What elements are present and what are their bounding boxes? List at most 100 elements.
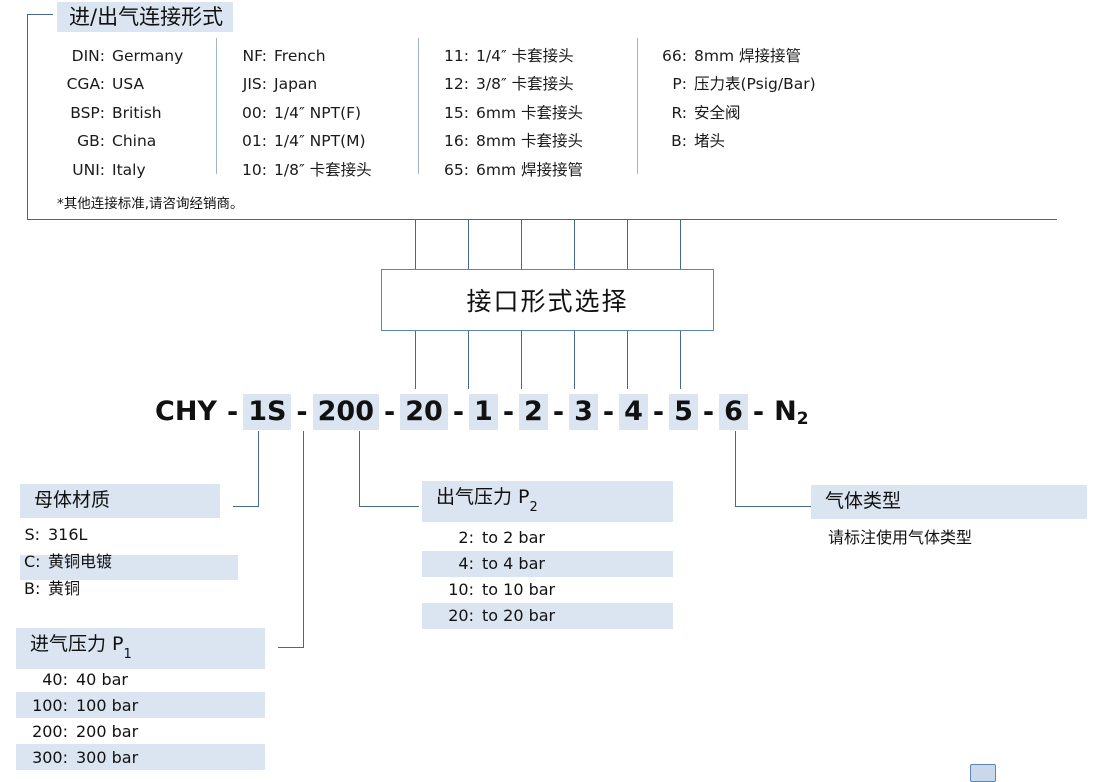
inlet-option-code: 300: [32, 748, 68, 767]
leader-inlet-vertical [303, 431, 304, 647]
leader-outlet-vertical [359, 431, 360, 506]
inlet-option-1: 40: 40 bar [22, 667, 128, 693]
leader-gas-horizontal [735, 506, 811, 507]
outlet-option-4: 20: to 20 bar [430, 603, 555, 629]
corner-widget[interactable] [970, 764, 996, 782]
connection-code: B: [671, 132, 687, 151]
material-option-band-2 [20, 555, 238, 580]
connection-row: 12:3/8″ 卡套接头 [444, 70, 583, 98]
connection-row: B: 堵头 [660, 127, 816, 155]
connection-code: UNI: [72, 160, 105, 179]
connection-code: 12: [444, 75, 469, 94]
outlet-option-label: to 20 bar [482, 606, 556, 625]
material-option-code: B: [24, 579, 41, 598]
interface-selection-label: 接口形式选择 [466, 287, 629, 316]
code-gas-subscript: 2 [796, 409, 809, 429]
inlet-option-label: 200 bar [76, 722, 139, 741]
code-segment-gas-type: N2 [769, 394, 813, 430]
connection-code: 65: [444, 160, 469, 179]
code-dash: - [652, 396, 665, 428]
connection-box-top-stub [27, 14, 53, 15]
connection-row: P:压力表(Psig/Bar) [660, 70, 816, 98]
connection-label: Japan [274, 75, 318, 94]
code-segment-inlet-pressure: 200 [312, 394, 380, 430]
outlet-option-label: to 4 bar [482, 554, 545, 573]
connection-label: 压力表(Psig/Bar) [694, 75, 816, 94]
interface-selection-box: 接口形式选择 [381, 269, 714, 331]
code-segment-port-3: 3 [569, 394, 598, 430]
connection-label: 1/4″ NPT(M) [274, 132, 366, 151]
connection-code: NF: [242, 47, 267, 65]
material-option-2: C: 黄铜电镀 [24, 549, 112, 575]
connection-type-title: 进/出气连接形式 [57, 2, 234, 32]
connection-row: JIS: Japan [240, 70, 372, 98]
connection-type-box [27, 14, 1057, 220]
leader-outlet-horizontal [359, 506, 419, 507]
material-section-title: 母体材质 [20, 484, 220, 518]
connection-code: JIS: [242, 75, 267, 94]
connection-column-4: 66:8mm 焊接接管 P:压力表(Psig/Bar) R:安全阀 B:堵头 [660, 42, 816, 156]
material-option-3: B: 黄铜 [24, 576, 80, 602]
material-option-label: 316L [48, 525, 88, 544]
inlet-pressure-section-title: 进气压力 P1 [16, 628, 265, 669]
code-segment-port-5: 5 [669, 394, 698, 430]
code-segment-port-6: 6 [719, 394, 748, 430]
connection-row: 10:1/8″ 卡套接头 [240, 156, 372, 184]
drop-line-top-5 [627, 220, 628, 269]
column-separator-3 [637, 38, 638, 174]
connection-label: Germany [112, 47, 184, 65]
inlet-option-band-2 [16, 692, 265, 718]
inlet-option-3: 200: 200 bar [22, 719, 138, 745]
outlet-option-3: 10: to 10 bar [430, 577, 555, 603]
drop-line-top-6 [680, 220, 681, 269]
connection-code: 16: [444, 132, 469, 151]
connection-row: UNI: Italy [60, 156, 183, 184]
code-segment-material: 1S [243, 394, 292, 430]
outlet-option-code: 10: [448, 580, 474, 599]
connection-row: DIN:Germany [60, 42, 184, 70]
connection-code: CGA: [66, 75, 105, 94]
code-dash: - [552, 396, 565, 428]
leader-gas-vertical [735, 431, 736, 506]
code-dash: - [502, 396, 515, 428]
inlet-option-4: 300: 300 bar [22, 745, 138, 771]
drop-line-bottom-4 [574, 331, 575, 389]
connection-column-1: DIN:Germany CGA:USA BSP:British GB:China… [60, 42, 184, 184]
drop-line-bottom-6 [680, 331, 681, 389]
connection-code: 66: [662, 47, 687, 65]
inlet-pressure-title-subscript: 1 [123, 646, 132, 662]
outlet-option-band-4 [422, 603, 673, 629]
connection-row: 11:1/4″ 卡套接头 [444, 42, 583, 70]
connection-label: 1/8″ 卡套接头 [274, 160, 372, 179]
connection-row: 66:8mm 焊接接管 [660, 42, 816, 70]
outlet-option-band-2 [422, 551, 673, 577]
code-dash: - [226, 396, 239, 428]
outlet-pressure-title-text: 出气压力 P [436, 486, 530, 508]
connection-label: China [112, 132, 157, 151]
outlet-option-code: 4: [458, 554, 474, 573]
code-dash: - [296, 396, 308, 428]
connection-label: 安全阀 [694, 103, 741, 122]
connection-label: 6mm 卡套接头 [476, 103, 583, 122]
connection-label: 8mm 卡套接头 [476, 132, 583, 151]
connection-label: French [274, 47, 326, 65]
inlet-option-label: 100 bar [76, 696, 139, 715]
code-dash: - [602, 396, 615, 428]
code-gas-symbol: N [774, 396, 797, 427]
code-dash: - [752, 396, 765, 428]
inlet-option-code: 200: [32, 722, 68, 741]
code-segment-outlet-pressure: 20 [400, 394, 448, 430]
inlet-pressure-title-text: 进气压力 P [30, 633, 124, 655]
drop-line-bottom-2 [468, 331, 469, 389]
connection-label: 1/4″ 卡套接头 [476, 47, 574, 65]
drop-line-top-4 [574, 220, 575, 269]
connection-label: 堵头 [694, 132, 726, 151]
drop-line-bottom-5 [627, 331, 628, 389]
connection-column-2: NF:French JIS:Japan 00:1/4″ NPT(F) 01:1/… [240, 42, 372, 184]
connection-label: Italy [112, 160, 146, 179]
code-segment-port-1: 1 [469, 394, 498, 430]
inlet-option-code: 100: [32, 696, 68, 715]
code-dash: - [452, 396, 465, 428]
connection-note: *其他连接标准,请咨询经销商。 [57, 196, 244, 212]
